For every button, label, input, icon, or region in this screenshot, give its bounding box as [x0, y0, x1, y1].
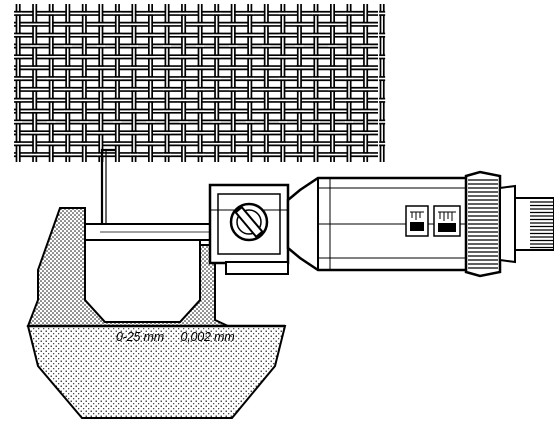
mesh-wire-lead [100, 148, 116, 238]
micrometer-frame [26, 207, 287, 419]
frame-range-label: 0-25 mm 0,002 mm [116, 330, 235, 344]
wire-mesh-sample [14, 4, 387, 162]
micrometer-thimble [464, 170, 516, 278]
lock-knob-icon [229, 202, 269, 242]
micrometer-ratchet [514, 197, 554, 251]
frame-resolution-label: 0,002 mm [180, 330, 235, 344]
sleeve-scale-window-left [405, 205, 429, 237]
micrometer-lock-housing [208, 183, 290, 275]
micrometer-spindle [84, 223, 214, 241]
sleeve-scale-window-right [433, 205, 461, 237]
